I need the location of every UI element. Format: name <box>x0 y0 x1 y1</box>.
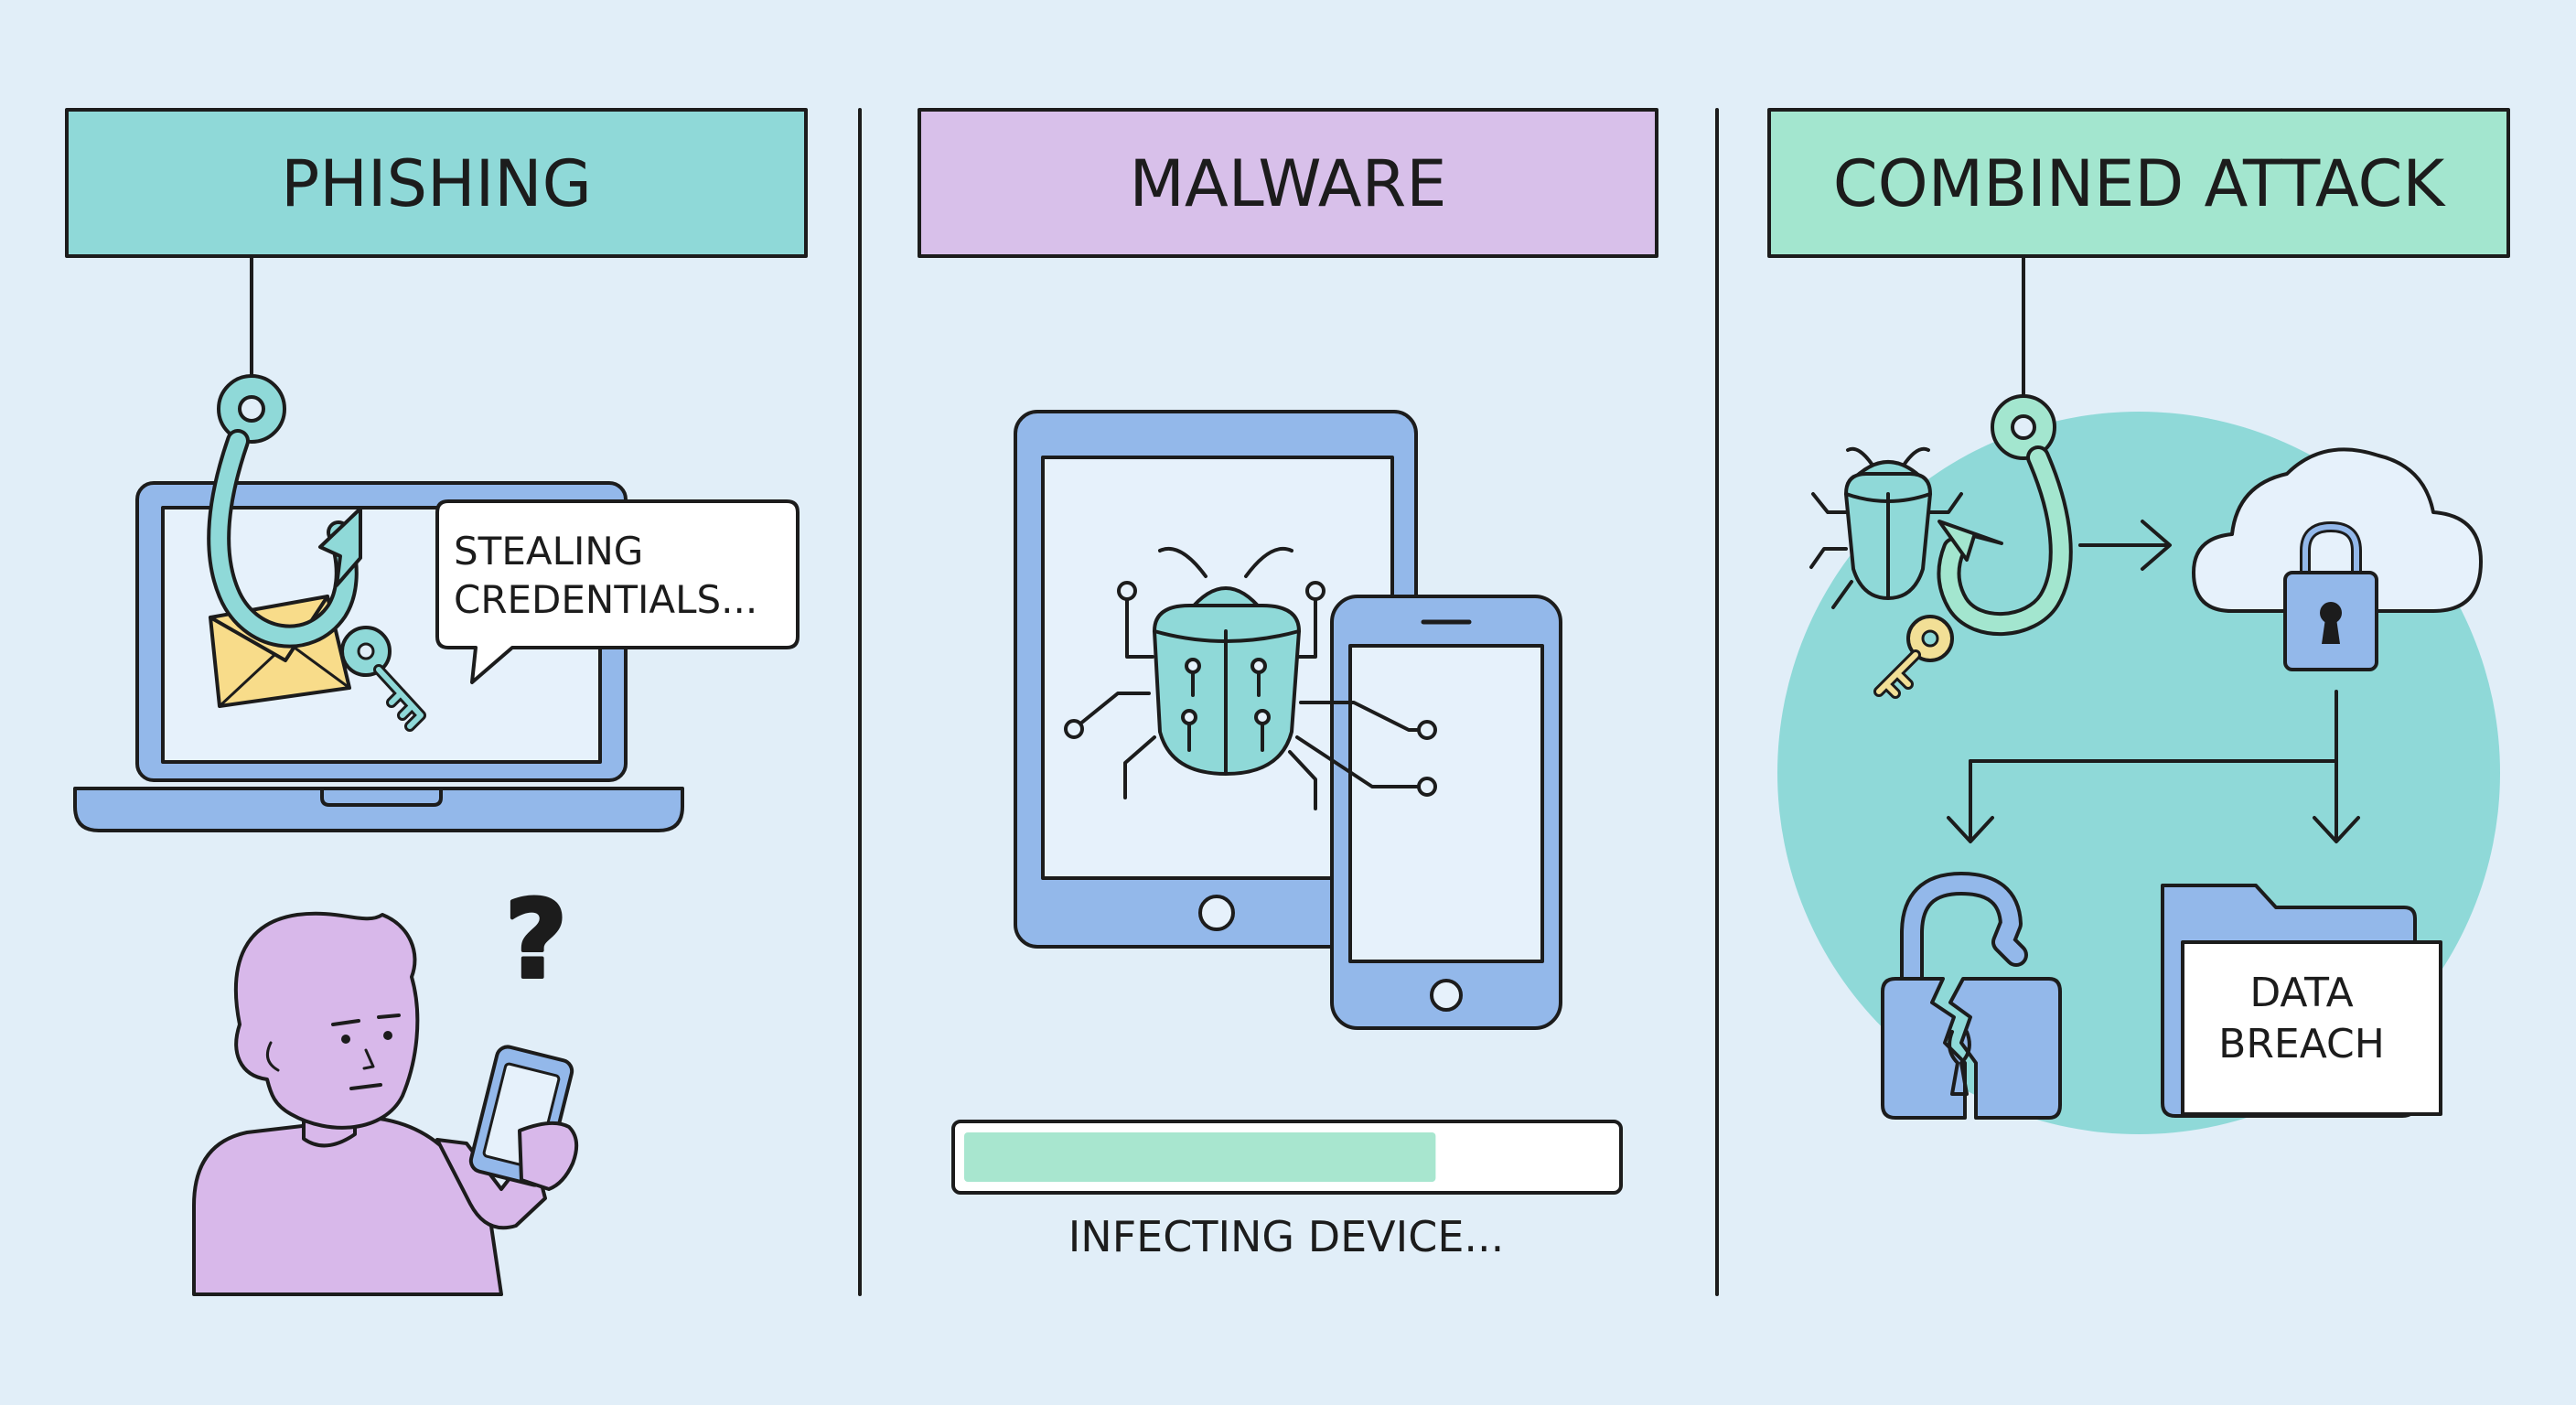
malware-title: MALWARE <box>1130 146 1447 221</box>
fishing-hook-icon <box>207 374 362 649</box>
panel-combined-attack: COMBINED ATTACK <box>1767 108 2510 1134</box>
cloud-lock-icon <box>2192 447 2483 671</box>
smartphone-icon <box>1330 595 1562 1030</box>
combined-header: COMBINED ATTACK <box>1767 108 2510 258</box>
data-breach-folder-icon: DATA BREACH <box>2161 884 2442 1118</box>
combined-title: COMBINED ATTACK <box>1833 146 2447 221</box>
progress-bar-fill <box>964 1132 1436 1182</box>
confused-person-icon <box>192 911 579 1296</box>
bubble-text-line2: CREDENTIALS... <box>454 577 757 622</box>
phishing-header: PHISHING <box>65 108 808 258</box>
combined-key-icon <box>1873 615 1954 699</box>
infection-progress-bar <box>951 1120 1623 1195</box>
arrow-right-icon <box>2078 520 2172 571</box>
bubble-text-line1: STEALING <box>454 529 643 574</box>
panel-phishing: PHISHING STEALING CREDENTIALS... <box>65 108 808 1296</box>
key-icon <box>340 626 426 732</box>
split-arrows <box>1947 690 2360 843</box>
question-mark: ? <box>505 876 567 1003</box>
small-bug-icon <box>1809 446 1963 609</box>
progress-label: INFECTING DEVICE... <box>1068 1212 1505 1261</box>
panel-malware: MALWARE <box>918 108 1658 1261</box>
folder-text-line1: DATA <box>2249 970 2353 1016</box>
broken-padlock-icon <box>1881 872 2062 1120</box>
combined-hook-icon <box>1937 394 2073 636</box>
malware-header: MALWARE <box>918 108 1658 258</box>
folder-text-line2: BREACH <box>2218 1021 2385 1067</box>
credentials-speech-bubble: STEALING CREDENTIALS... <box>435 499 800 684</box>
phishing-title: PHISHING <box>281 146 592 221</box>
bug-icon <box>1064 546 1437 810</box>
